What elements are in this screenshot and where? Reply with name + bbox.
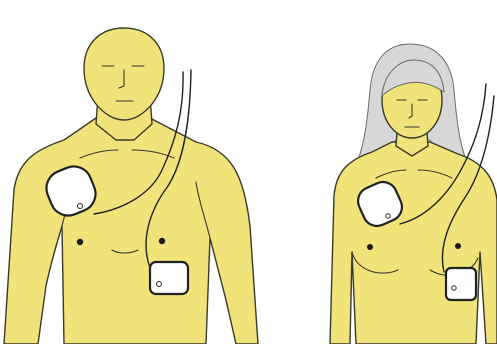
male-nipple-left bbox=[159, 238, 165, 244]
female-torso bbox=[330, 142, 497, 344]
male-torso bbox=[4, 118, 258, 344]
female-nipple-left bbox=[455, 243, 461, 249]
male-lower-pad-connector bbox=[157, 282, 162, 287]
female-lower-electrode-pad bbox=[446, 268, 476, 300]
male-upper-pad-connector bbox=[78, 204, 83, 209]
female-nipple-right bbox=[367, 244, 373, 250]
female-lower-pad-connector bbox=[452, 286, 456, 290]
female-upper-pad-connector bbox=[386, 214, 390, 218]
male-nipple-right bbox=[77, 239, 83, 245]
male-lower-electrode-pad bbox=[150, 262, 188, 294]
male-figure bbox=[4, 28, 258, 344]
female-figure bbox=[330, 44, 497, 344]
